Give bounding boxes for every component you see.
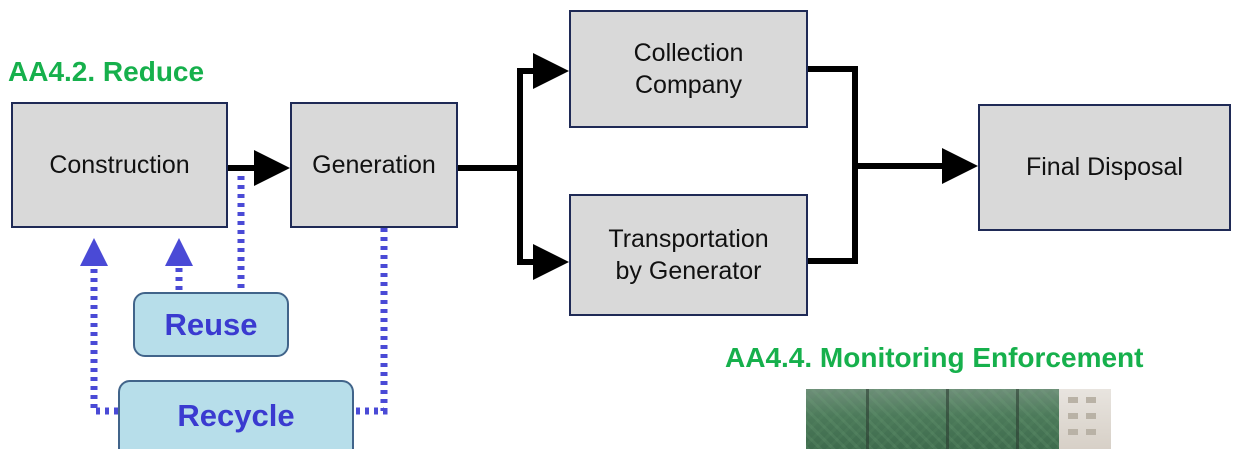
node-construction: Construction (11, 102, 228, 228)
action-recycle: Recycle (118, 380, 354, 449)
dotted-recycle-from-generation (352, 228, 388, 415)
action-reuse: Reuse (133, 292, 289, 357)
node-transportation-label: Transportation by Generator (608, 224, 769, 286)
node-final-disposal: Final Disposal (978, 104, 1231, 231)
node-final-disposal-label: Final Disposal (1025, 153, 1183, 182)
node-construction-label: Construction (49, 150, 190, 179)
heading-reduce: AA4.2. Reduce (8, 56, 205, 87)
node-collection-company-label: Collection Company (633, 38, 744, 100)
node-generation-label: Generation (312, 150, 436, 179)
heading-monitoring-enforcement: AA4.4. Monitoring Enforcement (725, 342, 1144, 373)
arrow-generation-to-collection (458, 53, 569, 171)
arrow-generation-to-transportation (517, 168, 569, 280)
node-generation: Generation (290, 102, 458, 228)
arrow-collection-to-disposal (808, 66, 858, 264)
dotted-recycle-to-construction (80, 238, 118, 415)
node-transportation-by-generator: Transportation by Generator (569, 194, 808, 316)
node-collection-company: Collection Company (569, 10, 808, 128)
construction-site-photo (806, 389, 1111, 449)
